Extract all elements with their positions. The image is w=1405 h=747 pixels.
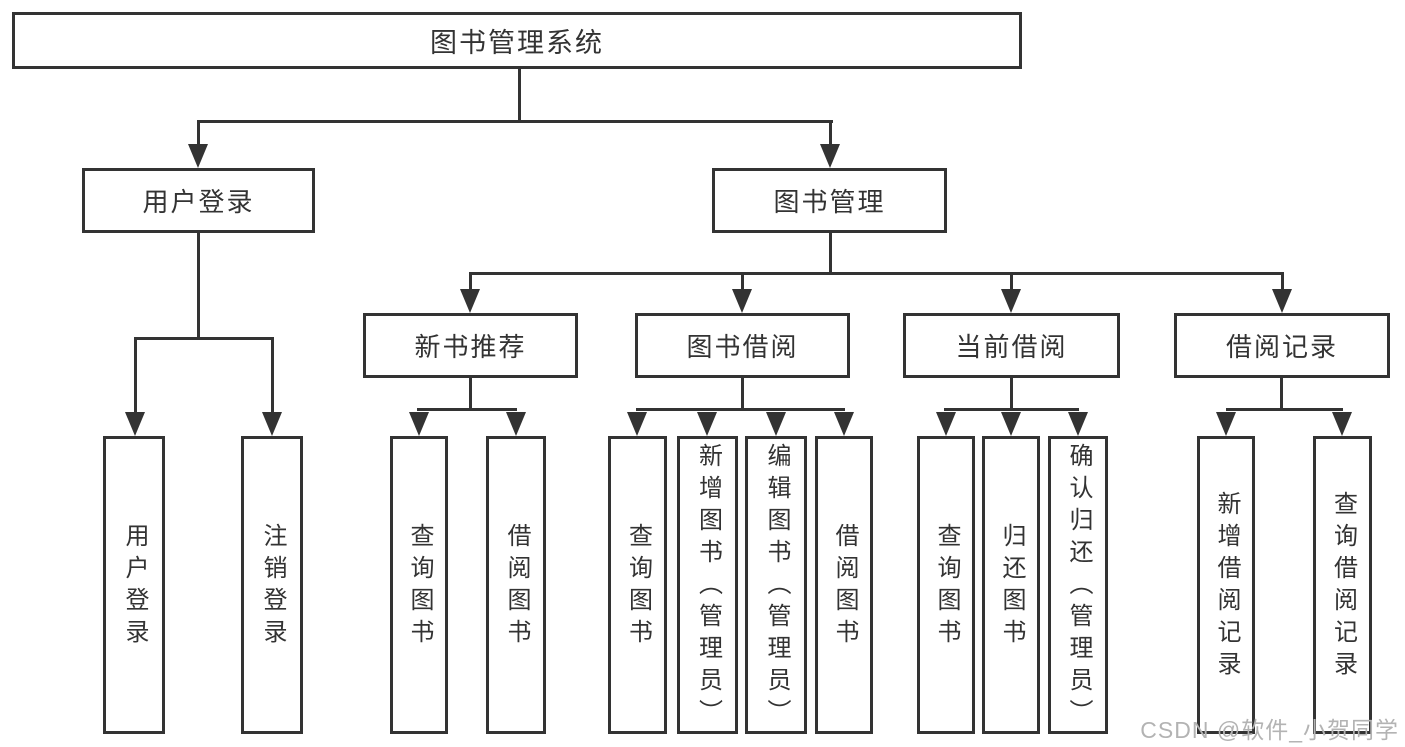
arrow-down-icon: [1068, 412, 1088, 436]
arrow-down-icon: [188, 144, 208, 168]
node-library-system: 图书管理系统: [12, 12, 1022, 69]
arrow-down-icon: [820, 144, 840, 168]
connector-line: [518, 69, 521, 122]
node-edit-book-admin: 编辑图书（管理员）: [745, 436, 807, 734]
connector-line: [417, 408, 517, 411]
arrow-down-icon: [460, 289, 480, 313]
connector-line: [741, 272, 744, 292]
connector-line: [1280, 378, 1283, 411]
node-user-login: 用户登录: [82, 168, 315, 233]
node-book-borrowing: 图书借阅: [635, 313, 850, 378]
node-query-books-recommend: 查询图书: [390, 436, 448, 734]
node-borrow-books-borrowing: 借阅图书: [815, 436, 873, 734]
arrow-down-icon: [1216, 412, 1236, 436]
arrow-down-icon: [262, 412, 282, 436]
node-query-borrow-record: 查询借阅记录: [1313, 436, 1372, 734]
arrow-down-icon: [125, 412, 145, 436]
arrow-down-icon: [936, 412, 956, 436]
connector-line: [469, 272, 472, 292]
node-borrow-books-recommend: 借阅图书: [486, 436, 546, 734]
connector-line: [636, 408, 845, 411]
connector-line: [134, 337, 137, 415]
node-borrowing-records: 借阅记录: [1174, 313, 1390, 378]
arrow-down-icon: [1272, 289, 1292, 313]
node-logout-leaf: 注销登录: [241, 436, 303, 734]
connector-line: [197, 120, 833, 123]
arrow-down-icon: [1001, 289, 1021, 313]
arrow-down-icon: [697, 412, 717, 436]
node-book-management: 图书管理: [712, 168, 947, 233]
connector-line: [134, 337, 274, 340]
connector-line: [1281, 272, 1284, 292]
arrow-down-icon: [834, 412, 854, 436]
node-add-borrow-record: 新增借阅记录: [1197, 436, 1255, 734]
node-new-book-recommendation: 新书推荐: [363, 313, 578, 378]
connector-line: [829, 120, 832, 148]
connector-line: [197, 233, 200, 340]
node-return-books: 归还图书: [982, 436, 1040, 734]
connector-line: [741, 378, 744, 411]
connector-line: [1010, 272, 1013, 292]
arrow-down-icon: [732, 289, 752, 313]
arrow-down-icon: [409, 412, 429, 436]
connector-line: [197, 120, 200, 148]
arrow-down-icon: [506, 412, 526, 436]
arrow-down-icon: [1001, 412, 1021, 436]
node-add-book-admin: 新增图书（管理员）: [677, 436, 738, 734]
node-confirm-return-admin: 确认归还（管理员）: [1048, 436, 1108, 734]
connector-line: [829, 233, 832, 275]
connector-line: [469, 272, 1284, 275]
node-query-books-borrowing: 查询图书: [608, 436, 667, 734]
node-user-login-leaf: 用户登录: [103, 436, 165, 734]
connector-line: [1226, 408, 1343, 411]
arrow-down-icon: [627, 412, 647, 436]
connector-line: [944, 408, 1079, 411]
arrow-down-icon: [766, 412, 786, 436]
node-current-borrowing: 当前借阅: [903, 313, 1120, 378]
node-query-books-current: 查询图书: [917, 436, 975, 734]
connector-line: [1010, 378, 1013, 411]
connector-line: [469, 378, 472, 411]
connector-line: [271, 337, 274, 415]
arrow-down-icon: [1332, 412, 1352, 436]
watermark-text: CSDN @软件_小贺同学: [1140, 717, 1399, 743]
